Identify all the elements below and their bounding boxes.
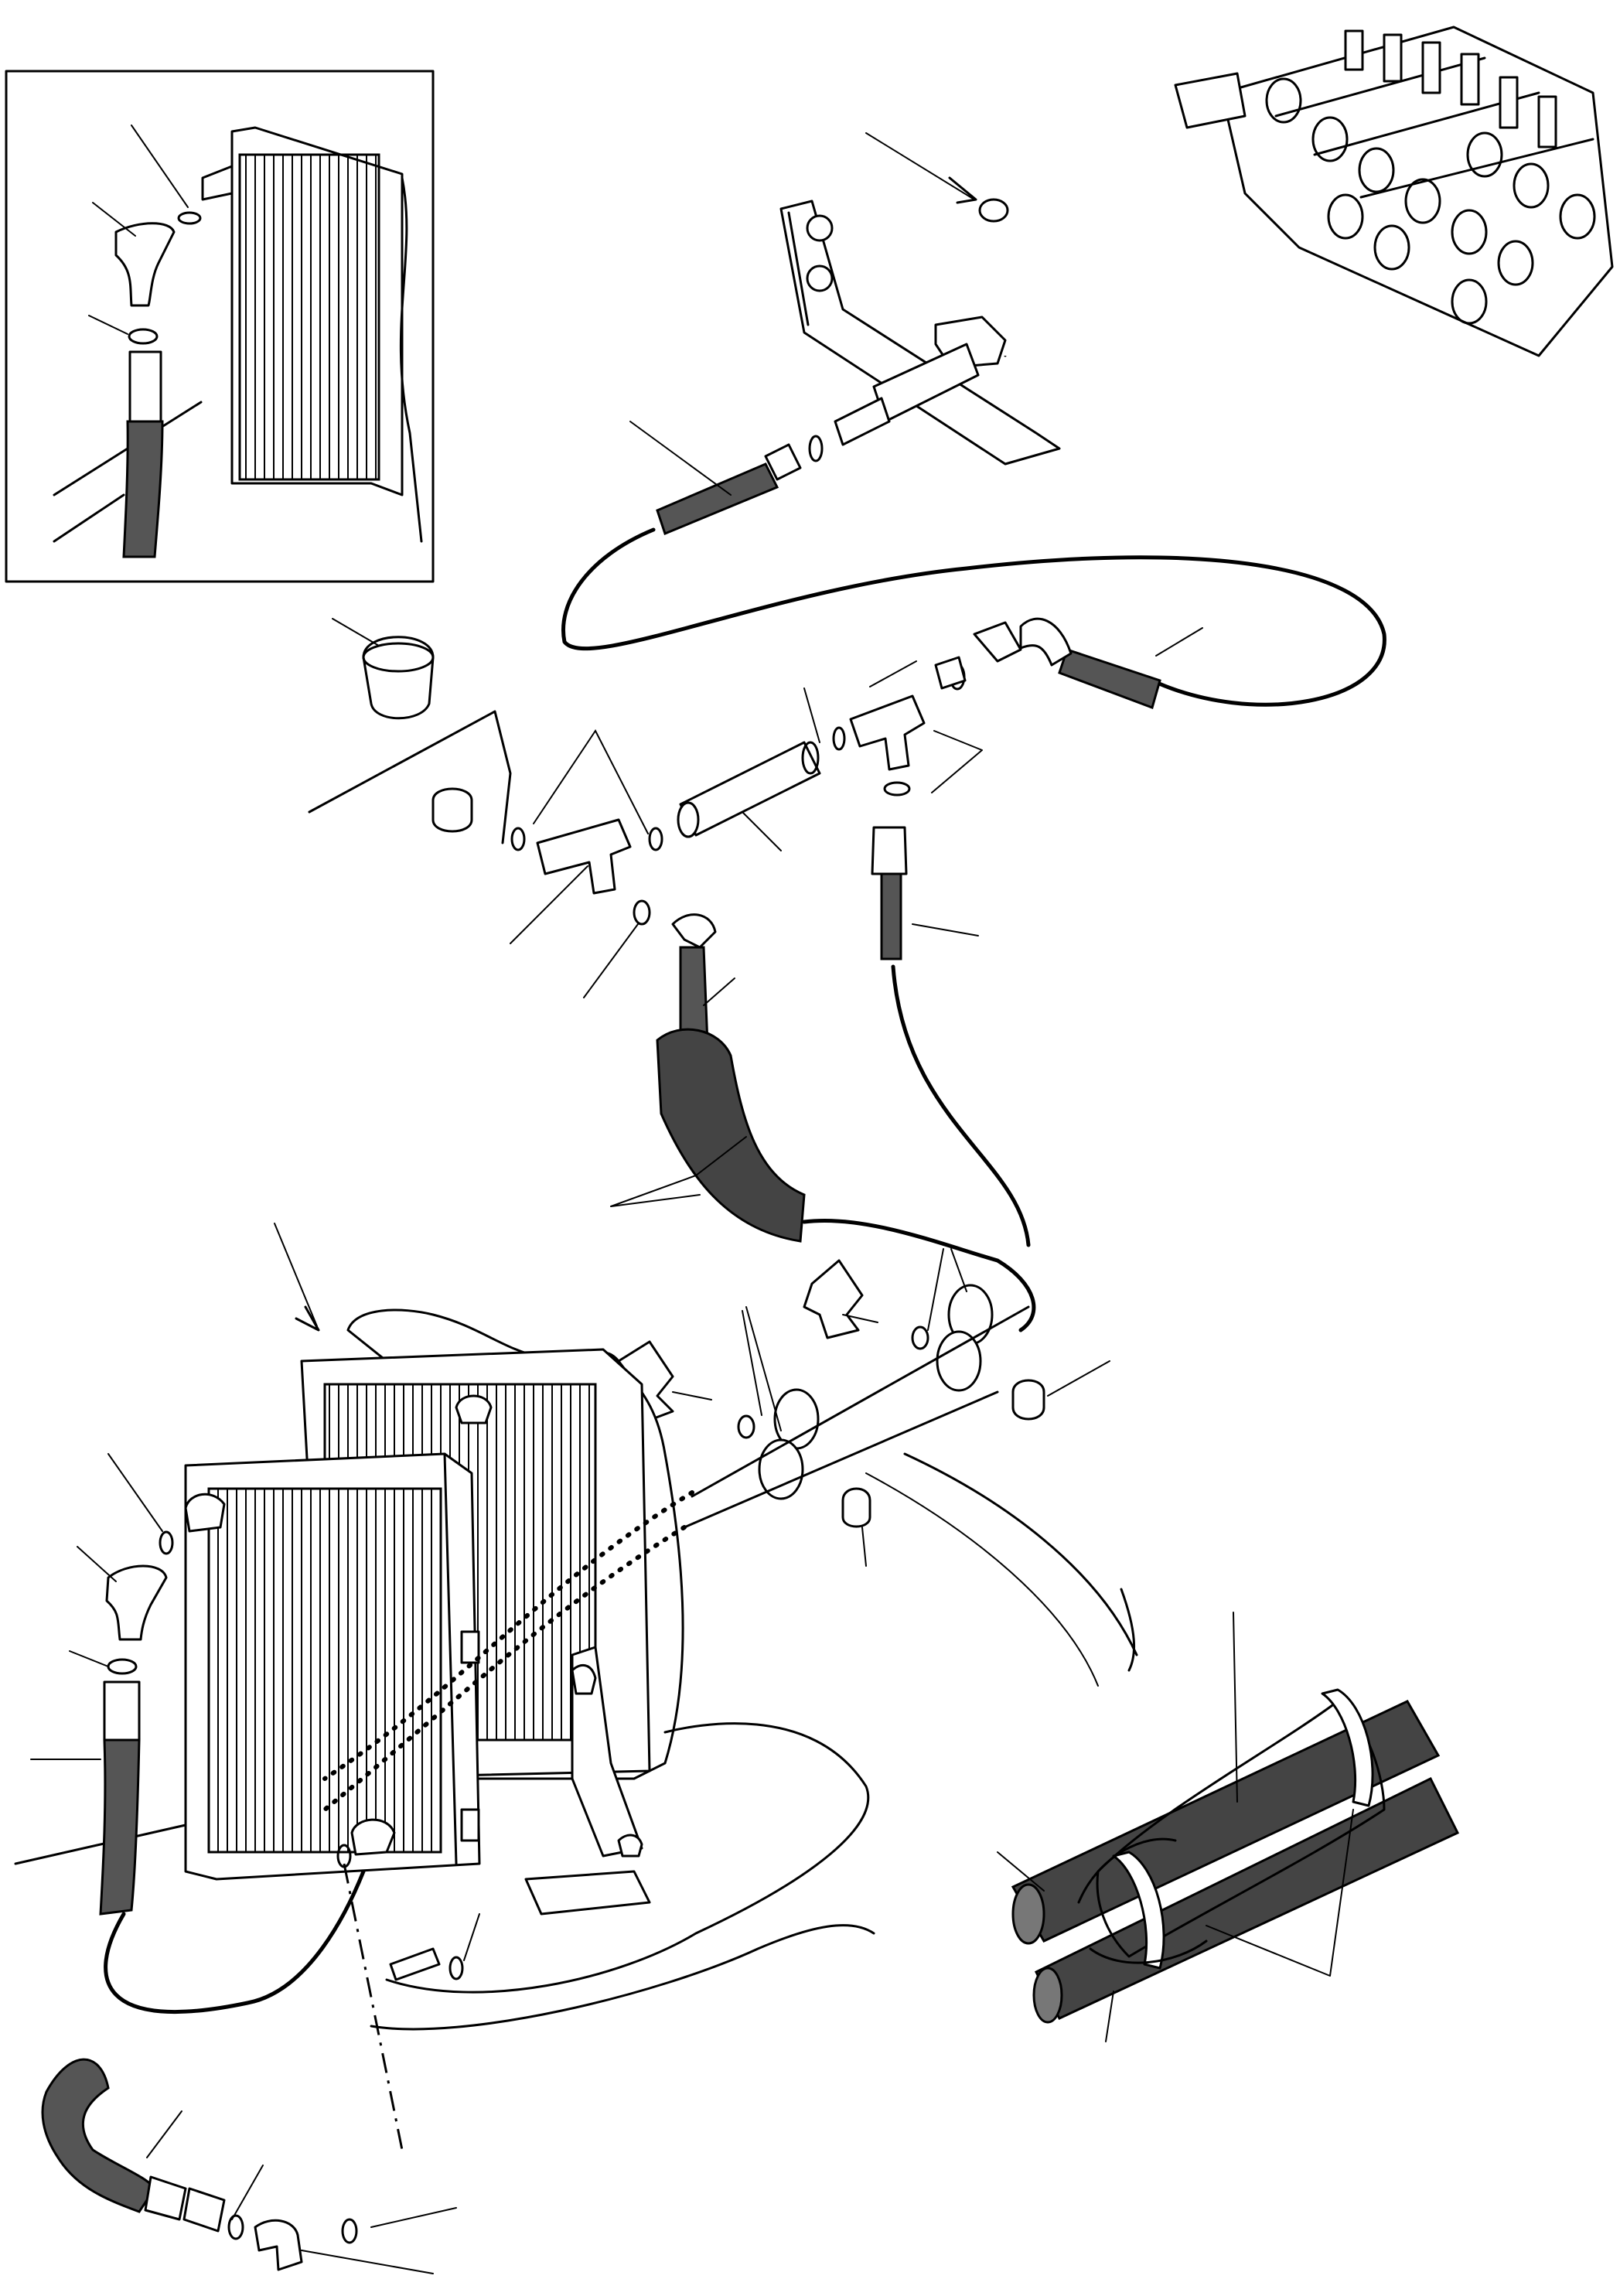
inset-detail-view bbox=[5, 70, 435, 583]
loop-hose bbox=[561, 527, 1386, 707]
tee-fitting-left bbox=[510, 729, 663, 998]
middle-right-hose bbox=[973, 617, 1203, 709]
inset-elbow-fitting bbox=[114, 211, 202, 345]
inset-hose bbox=[122, 350, 164, 558]
steel-return-pipe bbox=[865, 36, 1247, 357]
tee-fitting-right bbox=[832, 656, 983, 797]
bottom-return-hose bbox=[41, 2058, 457, 2274]
short-vertical-hose bbox=[871, 826, 1031, 1247]
control-valve bbox=[1220, 26, 1614, 357]
pipe-support-bracket bbox=[779, 200, 1061, 466]
upper-hose-connector bbox=[629, 397, 891, 536]
inset-oil-cooler bbox=[201, 126, 423, 543]
oil-cooler-assembly bbox=[14, 1223, 875, 2151]
covered-hose bbox=[610, 913, 1036, 1332]
hose-bundle-detail bbox=[865, 1452, 1460, 2042]
spacer-sleeve bbox=[677, 687, 821, 851]
tank-filler-cap bbox=[308, 618, 512, 844]
hose-clamp-set bbox=[609, 1248, 1110, 1567]
